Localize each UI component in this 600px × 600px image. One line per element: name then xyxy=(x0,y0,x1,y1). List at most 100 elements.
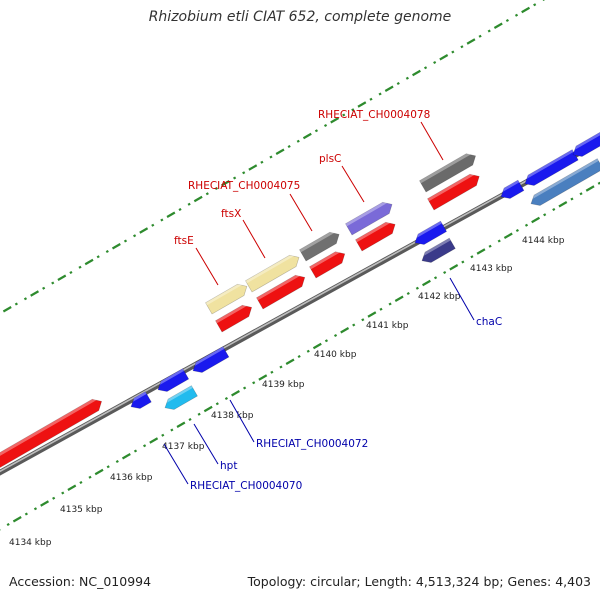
tick-label: 4142 kbp xyxy=(418,292,461,302)
tick-mark xyxy=(23,297,28,301)
tick-mark xyxy=(340,327,350,334)
tick-mark xyxy=(279,365,283,369)
tick-mark xyxy=(252,381,256,385)
tick-label: 4140 kbp xyxy=(314,350,357,360)
topology-text: Topology: circular; Length: 4,513,324 bp… xyxy=(247,574,591,589)
tick-mark xyxy=(221,180,230,187)
tick-mark xyxy=(197,412,201,416)
gene-ftsX-body xyxy=(256,274,306,310)
tick-mark xyxy=(422,279,431,287)
tick-mark xyxy=(524,223,529,227)
tick-mark xyxy=(193,195,203,203)
tick-mark xyxy=(94,468,104,476)
tick-mark xyxy=(6,522,10,527)
gene-RHECIAT_CH0004070 xyxy=(157,368,190,392)
gene-rev-6-shade xyxy=(526,149,574,179)
tick-mark xyxy=(503,232,513,239)
gene-upper-RHECIAT_CH0004075 xyxy=(299,231,340,262)
gene-RHECIAT_CH0004070-body xyxy=(157,368,190,392)
tick-mark xyxy=(285,358,295,365)
gene-upper-ftsE-body xyxy=(205,283,248,315)
tick-mark xyxy=(302,132,312,140)
tick-mark xyxy=(69,270,73,275)
gene-ftsE-body xyxy=(215,304,253,333)
gene-RHECIAT_CH0004078-a xyxy=(0,398,102,468)
tick-mark xyxy=(478,34,482,38)
gene-plsC-body xyxy=(355,221,396,252)
tick-mark xyxy=(205,192,209,196)
tick-mark xyxy=(42,286,46,290)
gene-RHECIAT_CH0004075 xyxy=(309,251,346,279)
tick-mark xyxy=(270,370,274,374)
tick-mark xyxy=(106,465,110,469)
tick-mark xyxy=(296,139,300,143)
tick-mark xyxy=(570,197,574,201)
lower-tick-ruler xyxy=(0,181,600,531)
tick-mark xyxy=(324,339,329,343)
gene-RHECIAT_CH0004075-body xyxy=(309,251,346,279)
tick-mark xyxy=(151,223,155,227)
gene-RHECIAT_CH0004078-shade xyxy=(427,174,476,202)
gene-rev-6-body xyxy=(524,149,579,186)
tick-mark xyxy=(330,117,340,124)
tick-mark xyxy=(139,227,149,234)
gene-upper-RHECIAT_CH0004078 xyxy=(419,153,476,193)
gene-rev-1 xyxy=(130,391,152,409)
tick-mark xyxy=(558,201,568,208)
tick-label: 4138 kbp xyxy=(211,411,254,421)
gene-RHECIAT_CH0004070-shade xyxy=(159,368,185,385)
gene-ftsE-shade xyxy=(215,305,248,324)
tick-mark xyxy=(123,239,128,243)
tick-mark xyxy=(433,60,437,65)
tick-mark xyxy=(203,405,213,413)
tick-mark xyxy=(166,211,176,218)
tick-mark xyxy=(96,255,100,259)
tick-mark xyxy=(215,402,219,406)
tick-mark xyxy=(176,421,186,428)
tick-mark xyxy=(552,207,556,212)
tick-mark xyxy=(84,258,94,266)
tick-mark xyxy=(585,185,595,192)
gene-RHECIAT_CH0004078-body xyxy=(427,173,480,211)
gene-label-RHECIAT_CH0004070: RHECIAT_CH0004070 xyxy=(190,480,302,492)
tick-mark xyxy=(497,239,501,243)
gene-RHECIAT_CH0004072-body xyxy=(192,346,230,373)
tick-mark xyxy=(439,54,449,61)
leader-line xyxy=(229,399,255,443)
tick-mark xyxy=(579,192,583,196)
gene-rev-7-shade xyxy=(574,132,600,150)
tick-mark xyxy=(476,248,486,255)
gene-rev-6 xyxy=(524,149,579,186)
tick-mark xyxy=(312,342,322,350)
tick-mark xyxy=(88,475,92,479)
gene-RHECIAT_CH0004078-a-body xyxy=(0,398,102,468)
gene-ftsX-shade xyxy=(256,275,301,301)
tick-mark xyxy=(412,69,421,77)
tick-mark xyxy=(433,276,438,280)
gene-label-plsC: plsC xyxy=(319,153,341,165)
tick-mark xyxy=(460,45,464,49)
tick-mark xyxy=(394,295,404,302)
tick-mark xyxy=(314,129,319,133)
gene-label-ftsE: ftsE xyxy=(174,235,194,247)
tick-mark xyxy=(178,207,182,212)
tick-mark xyxy=(470,255,474,259)
tick-mark xyxy=(415,286,419,290)
gene-ftsX xyxy=(256,274,306,310)
gene-rev-5 xyxy=(500,179,525,199)
tick-mark xyxy=(188,417,192,422)
gene-RHECIAT_CH0004075-shade xyxy=(309,251,341,270)
tick-mark xyxy=(505,18,509,23)
gene-lower-chaC xyxy=(421,237,456,263)
leader-line xyxy=(449,277,475,321)
gene-RHECIAT_CH0004078 xyxy=(427,173,480,211)
gene-ftsE xyxy=(215,304,253,333)
gene-rev-5-body xyxy=(500,179,525,199)
tick-mark xyxy=(379,307,383,311)
tick-mark xyxy=(115,459,119,464)
leader-line xyxy=(163,443,189,485)
leader-line xyxy=(341,165,365,203)
tick-mark xyxy=(258,374,268,381)
gene-upper-ftsE-shade xyxy=(205,284,243,306)
leader-line xyxy=(420,121,444,161)
